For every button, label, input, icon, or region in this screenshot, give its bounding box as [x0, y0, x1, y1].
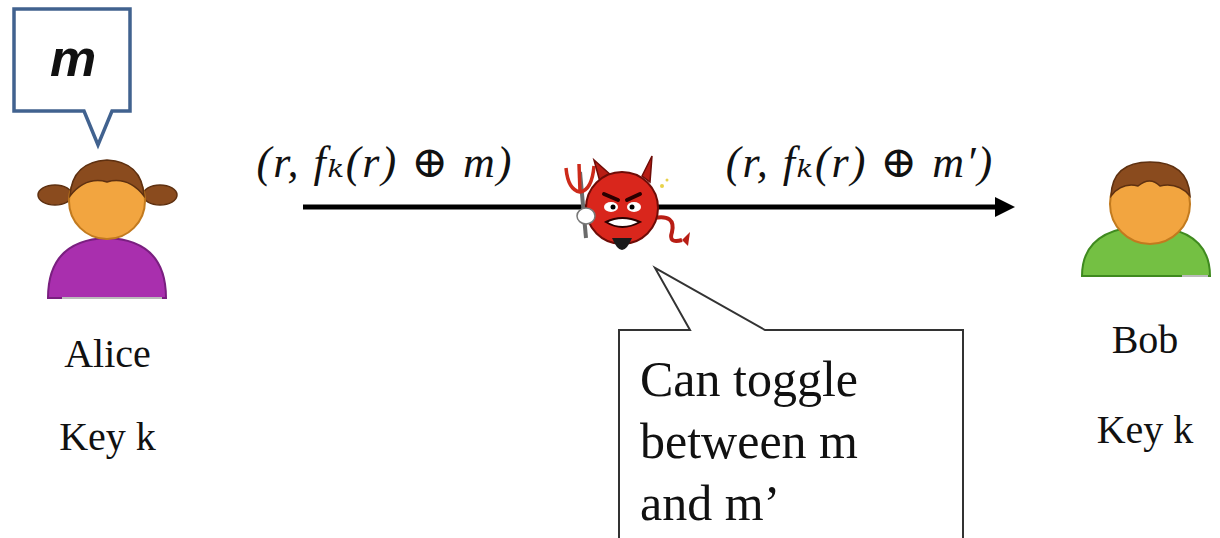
devil-figure	[566, 156, 690, 250]
alice-node: AliceKey k	[40, 155, 175, 465]
node-text: Can toggle between m and m’	[640, 348, 892, 534]
devil-pupil	[630, 205, 635, 210]
message-label: (r, fₖ(r) ⊕ m)	[257, 136, 514, 188]
node-text: m	[12, 27, 134, 89]
alice-body	[48, 238, 166, 298]
devil-tail	[654, 217, 682, 241]
bob-base	[1182, 275, 1208, 277]
devil-hand	[577, 208, 595, 224]
node-text: Key k	[40, 413, 175, 461]
sparkle	[666, 179, 669, 182]
alice-figure	[38, 160, 177, 298]
speech-bubble: m	[12, 7, 134, 149]
message-label: (r, fₖ(r) ⊕ m′)	[726, 136, 995, 188]
alice-hair	[70, 160, 144, 196]
message-arrow	[303, 197, 1015, 217]
node-text: Bob	[1075, 316, 1215, 364]
alice-pigtail	[38, 185, 72, 205]
bob-node: BobKey k	[1075, 160, 1215, 460]
devil-head	[586, 172, 658, 244]
bob-hair	[1111, 162, 1190, 196]
devil-mouth	[606, 218, 640, 227]
node-text: Alice	[40, 330, 175, 378]
devil-brow	[627, 194, 640, 200]
callout-box-border	[619, 268, 963, 538]
devil-eye	[627, 202, 641, 212]
alice-base	[62, 297, 162, 299]
alice-pigtail	[143, 185, 177, 205]
devil-beard	[612, 238, 632, 250]
trident-prong	[579, 164, 580, 192]
node-text: Key k	[1075, 406, 1215, 454]
bob-figure	[1082, 162, 1210, 276]
devil-pupil	[611, 205, 616, 210]
callout-box: Can toggle between m and m’	[617, 266, 965, 538]
arrow-head	[995, 197, 1015, 217]
devil-eye	[604, 202, 618, 212]
devil-tail-tip	[682, 232, 690, 246]
devil-brow	[604, 194, 618, 200]
sparkle	[660, 184, 664, 188]
